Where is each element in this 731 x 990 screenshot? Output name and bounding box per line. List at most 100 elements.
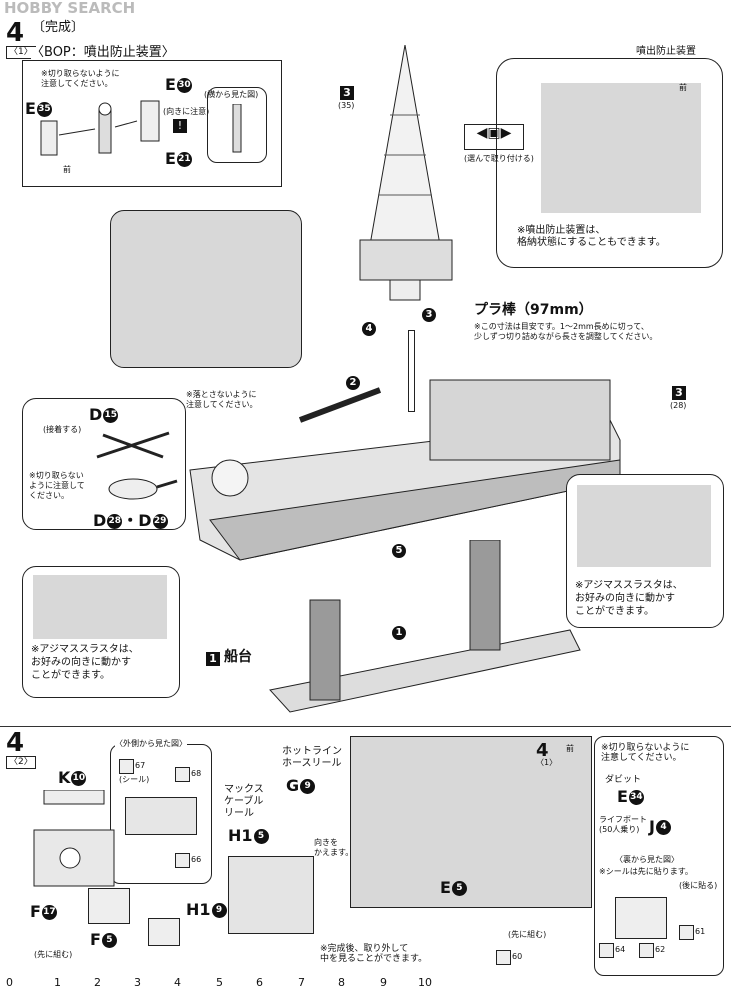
seal-60-num: 60 — [512, 952, 523, 961]
ruler-6: 6 — [256, 976, 263, 989]
ruler-9: 9 — [380, 976, 387, 989]
orient-label: (向きに注意) — [163, 107, 210, 116]
step-number: 4 — [6, 18, 25, 48]
stand-drawing — [269, 540, 581, 713]
orient-icon: ! — [173, 119, 187, 133]
heli-caution-2: ※切り取らない ように注意して ください。 — [29, 471, 85, 500]
thruster-panel-right: ※アジマススラスタは、 お好みの向きに動かす ことができます。 — [566, 474, 724, 628]
seal-61 — [679, 925, 694, 940]
rotor-drawing — [96, 431, 170, 459]
lifeboat-label: ライフボート (50人乗り) — [599, 815, 647, 834]
hull-detail-image — [541, 83, 701, 213]
thruster-image — [577, 485, 711, 567]
step3-badge: 3 — [340, 86, 354, 100]
ruler-5: 5 — [216, 976, 223, 989]
heli-caution: ※落とさないように 注意してください。 — [186, 390, 258, 409]
thruster-note-right: ※アジマススラスタは、 お好みの向きに動かす ことができます。 — [575, 580, 683, 617]
bop-title: 〈BOP：噴出防止装置〉 — [31, 45, 175, 60]
k-part-drawing — [33, 790, 115, 887]
derrick-tower — [359, 45, 453, 301]
outside-view-panel: 〈外側から見た図〉 67 (シール) 68 66 — [110, 739, 212, 884]
seal-64-num: 64 — [615, 945, 626, 954]
davit-label: ダビット — [605, 775, 642, 785]
seal-first-note: ※シールは先に貼ります。 — [599, 867, 693, 876]
ship-hull — [189, 379, 621, 561]
front-label-2: 前 — [679, 83, 687, 92]
step3-sub: (35) — [338, 101, 355, 110]
choose-icon: ◀▣▶ — [464, 124, 524, 150]
thruster-panel-left: ※アジマススラスタは、 お好みの向きに動かす ことができます。 — [22, 566, 180, 698]
f5-drawing — [88, 888, 130, 924]
ruler-10: 10 — [418, 976, 432, 989]
side-view-label: (横から見た図) — [204, 90, 259, 99]
back-view-label: 〈裏から見た図〉 — [615, 855, 679, 864]
hull-section-image — [350, 736, 592, 908]
watermark: HOBBY SEARCH — [4, 0, 136, 17]
reel-assembly-drawing — [228, 856, 314, 934]
arrow-num-2: 2 — [346, 376, 360, 390]
caution-note-2: ※切り取らないように 注意してください。 — [601, 743, 690, 763]
seal-61-num: 61 — [695, 927, 706, 936]
bop-stored-panel: 前 ※噴出防止装置は、 格納状態にすることもできます。 — [496, 58, 723, 268]
max-label: マックス ケーブル リール — [224, 784, 264, 819]
seal-66-num: 66 — [191, 855, 202, 864]
front-label-3: 前 — [566, 744, 574, 753]
panel-part-drawing — [125, 797, 197, 835]
section-divider — [0, 726, 731, 727]
ruler-0: 0 — [6, 976, 13, 989]
front-label: 前 — [63, 165, 71, 174]
seal-68 — [175, 767, 190, 782]
section-title: 〔完成〕 — [32, 20, 85, 35]
seal-62-num: 62 — [655, 945, 666, 954]
ruler-3: 3 — [134, 976, 141, 989]
bop-label: 噴出防止装置 — [636, 46, 696, 57]
base-badge: 1 — [206, 652, 220, 666]
step3b-sub: (28) — [670, 401, 687, 410]
step-sub-2: 〈2〉 — [6, 756, 36, 769]
hotline-label: ホットライン ホースリール — [282, 746, 342, 769]
rod-title: プラ棒（97mm） — [474, 302, 593, 318]
ruler-1: 1 — [54, 976, 61, 989]
outside-view-label: 〈外側から見た図〉 — [115, 739, 187, 749]
arrow-num-4: 4 — [362, 322, 376, 336]
base-label: 船台 — [224, 649, 252, 665]
arrow-num-5: 5 — [392, 544, 406, 558]
h19-drawing — [148, 918, 180, 946]
thruster-note-left: ※アジマススラスタは、 お好みの向きに動かす ことができます。 — [31, 644, 139, 681]
seal-62 — [639, 943, 654, 958]
after-label: (後に貼る) — [679, 881, 718, 890]
crane-detail — [110, 210, 302, 368]
glue-label: (接着する) — [43, 425, 82, 434]
caution-note: ※切り取らないように 注意してください。 — [41, 69, 120, 88]
seal-64 — [599, 943, 614, 958]
side-view-box: (横から見た図) — [204, 87, 267, 163]
bop-stored-note: ※噴出防止装置は、 格納状態にすることもできます。 — [517, 225, 666, 248]
thruster-image-left — [33, 575, 167, 639]
back-part-drawing — [615, 897, 667, 939]
pre-assemble: (先に組む) — [34, 950, 73, 959]
rod-note: ※この寸法は目安です。1～2mm長めに切って、 少しずつ切り詰めながら長さを調整… — [474, 322, 658, 341]
plastic-rod — [408, 330, 415, 412]
arrow-num-3: 3 — [422, 308, 436, 322]
done-note: ※完成後、取り外して 中を見ることができます。 — [320, 944, 428, 964]
ruler-2: 2 — [94, 976, 101, 989]
arrow-num-1: 1 — [392, 626, 406, 640]
ref-step: 4 — [536, 740, 549, 761]
seal-67 — [119, 759, 134, 774]
